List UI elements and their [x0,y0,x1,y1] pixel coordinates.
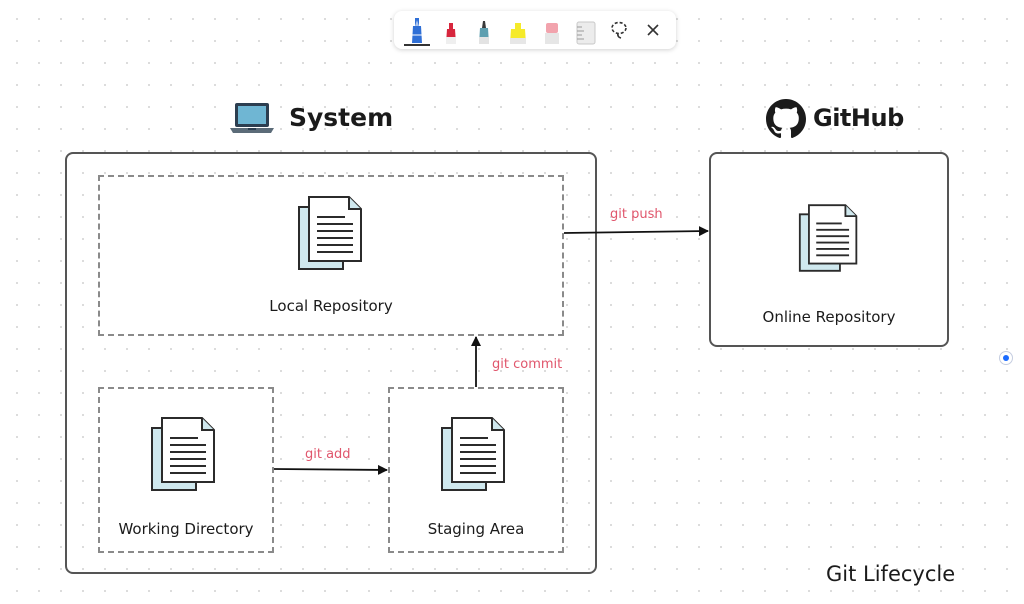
close-icon [647,24,659,36]
document-icon [798,204,858,272]
git-commit-label: git commit [492,357,563,372]
git-add-arrow [273,464,388,475]
working-directory-node[interactable] [98,387,274,553]
lasso-select-icon [611,21,628,39]
yellow-highlighter-icon [510,23,527,44]
online-repository-label: Online Repository [762,308,896,326]
eraser-icon [544,23,559,44]
diagram-title: Git Lifecycle [826,562,956,586]
git-add-label: git add [305,447,351,462]
drawing-toolbar [394,11,676,49]
laptop-icon [230,103,274,133]
red-pen-tool[interactable] [438,15,464,45]
ruler-tool[interactable] [573,15,599,45]
github-heading: GitHub [813,104,904,132]
system-heading: System [289,103,394,132]
teal-pen-icon [479,21,490,44]
lasso-tool[interactable] [606,15,632,45]
selection-handle[interactable] [999,351,1013,365]
close-button[interactable] [640,15,666,45]
blue-pen-tool[interactable] [403,14,430,46]
local-repository-label: Local Repository [269,297,393,315]
git-push-label: git push [610,207,663,222]
ruler-icon [576,21,596,45]
blue-pen-icon [411,18,422,43]
git-push-arrow [563,226,709,237]
yellow-highlighter-tool[interactable] [505,15,531,45]
github-logo-icon [766,99,806,139]
eraser-tool[interactable] [539,15,565,45]
teal-pen-tool[interactable] [471,15,497,45]
document-icon [151,417,215,491]
working-directory-label: Working Directory [118,520,254,538]
document-icon [298,196,362,270]
staging-area-node[interactable] [388,387,564,553]
staging-area-label: Staging Area [427,520,525,538]
red-pen-icon [445,23,456,44]
document-icon [441,417,505,491]
system-container [65,152,597,574]
